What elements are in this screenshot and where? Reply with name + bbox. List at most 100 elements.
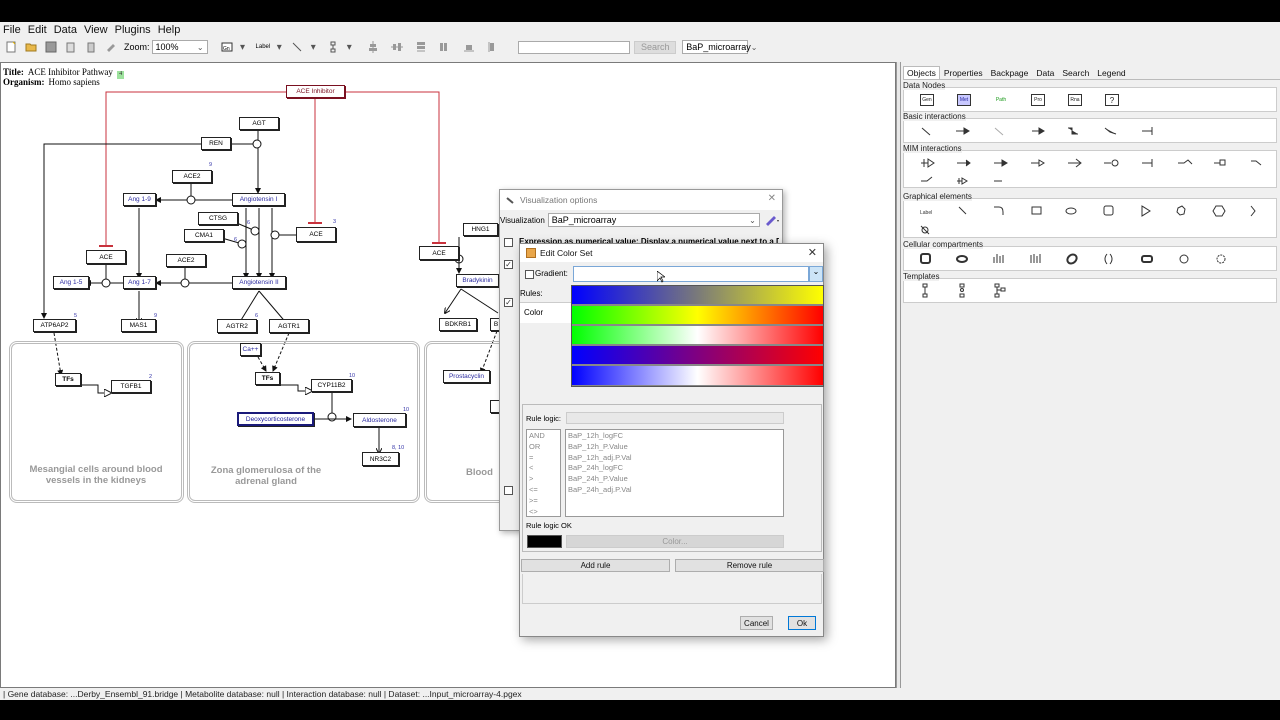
add-rule-button[interactable]: Add rule — [521, 559, 670, 572]
gradient-option-blue-purple-red[interactable] — [572, 346, 823, 365]
column-item[interactable]: BaP_24h_logFC — [568, 463, 624, 473]
color-button[interactable]: Color... — [566, 535, 784, 548]
column-item[interactable]: BaP_24h_P.Value — [568, 474, 628, 484]
rna-icon[interactable]: Rna — [1068, 94, 1082, 106]
align-bottom-icon[interactable] — [462, 40, 476, 54]
column-item[interactable]: BaP_12h_P.Value — [568, 441, 628, 451]
node-ctsg[interactable]: CTSG — [198, 212, 238, 225]
color-swatch[interactable] — [527, 535, 562, 548]
operator-item[interactable]: <= — [529, 484, 538, 494]
operator-item[interactable]: >= — [529, 495, 538, 505]
gradient-combo[interactable] — [573, 266, 809, 283]
protein-icon[interactable]: Pro — [1031, 94, 1045, 106]
node-nr3c2[interactable]: NR3C2 — [362, 452, 399, 466]
gradient-option-blue-white-red[interactable] — [572, 366, 823, 386]
graphical-element-icons[interactable]: Label — [904, 199, 1278, 239]
line-tool-icon[interactable] — [290, 40, 304, 54]
stack-horizontal-icon[interactable] — [438, 40, 452, 54]
tab-legend[interactable]: Legend — [1097, 68, 1126, 78]
node-ace2-top[interactable]: ACE2 — [172, 170, 212, 183]
dropdown-arrow-icon[interactable]: ▾ — [240, 41, 246, 53]
node-ren[interactable]: REN — [201, 137, 231, 150]
tab-data[interactable]: Data — [1036, 68, 1055, 78]
basic-interaction-icons[interactable] — [904, 119, 1278, 144]
dropdown-arrow-icon[interactable]: ▾ — [346, 41, 352, 53]
option-checkbox-3[interactable]: ✓ — [504, 298, 513, 307]
ecs-titlebar[interactable]: Edit Color Set — [520, 244, 823, 262]
label-tool[interactable]: Label — [255, 44, 271, 50]
template-tool-icon[interactable] — [326, 40, 340, 54]
node-ace-left[interactable]: ACE — [86, 250, 126, 264]
gene-product-tool-icon[interactable]: Gn — [220, 40, 234, 54]
node-ace-right[interactable]: ACE — [419, 246, 459, 260]
node-agtr2[interactable]: AGTR2 — [217, 319, 257, 333]
node-prostacyclin[interactable]: Prostacyclin — [443, 370, 490, 383]
tab-objects[interactable]: Objects — [903, 66, 940, 79]
node-ace-mid[interactable]: ACE — [296, 227, 336, 242]
operator-item[interactable]: < — [529, 463, 534, 473]
menu-file[interactable]: File — [3, 24, 21, 36]
node-ang-1-5[interactable]: Ang 1-5 — [53, 276, 89, 289]
operator-item[interactable]: > — [529, 474, 534, 484]
numerical-value-checkbox[interactable] — [504, 238, 513, 247]
compartment-icons[interactable] — [904, 247, 1278, 272]
node-mas1[interactable]: MAS1 — [121, 319, 156, 332]
zoom-select[interactable]: 100%⌄ — [151, 40, 208, 54]
template-icons[interactable] — [904, 279, 1278, 304]
tab-search[interactable]: Search — [1062, 68, 1090, 78]
metabolite-icon[interactable]: Met — [957, 94, 971, 106]
node-agt[interactable]: AGT — [239, 117, 279, 130]
compartment-zona-glomerulosa[interactable] — [187, 341, 420, 503]
node-cma1[interactable]: CMA1 — [184, 229, 224, 242]
node-ang-1-7[interactable]: Ang 1-7 — [123, 276, 156, 289]
close-icon[interactable]: ✕ — [767, 193, 776, 204]
open-folder-icon[interactable] — [24, 40, 38, 54]
node-tfs-1[interactable]: TFs — [55, 373, 81, 386]
node-agtr1[interactable]: AGTR1 — [269, 319, 309, 333]
column-list[interactable]: BaP_12h_logFC BaP_12h_P.Value BaP_12h_ad… — [565, 429, 784, 517]
tab-backpage[interactable]: Backpage — [990, 68, 1029, 78]
cancel-button[interactable]: Cancel — [740, 616, 773, 630]
gradient-option-green-yellow-red[interactable] — [572, 306, 823, 325]
node-ace2-mid[interactable]: ACE2 — [166, 254, 206, 267]
paste-icon[interactable] — [84, 40, 98, 54]
copy-icon[interactable] — [64, 40, 78, 54]
node-angiotensin-ii[interactable]: Angiotensin II — [232, 276, 286, 289]
menu-view[interactable]: View — [83, 24, 108, 36]
operator-item[interactable]: <> — [529, 506, 538, 516]
compartment-mesangial[interactable] — [9, 341, 184, 503]
save-icon[interactable] — [44, 40, 58, 54]
tab-properties[interactable]: Properties — [943, 68, 983, 78]
edit-visualization-icon[interactable] — [764, 214, 780, 226]
menu-edit[interactable]: Edit — [27, 24, 47, 36]
mim-interaction-icons[interactable] — [904, 151, 1278, 189]
node-angiotensin-i[interactable]: Angiotensin I — [232, 193, 285, 206]
operator-item[interactable]: OR — [529, 441, 541, 451]
gradient-dropdown-button[interactable]: ⌄ — [809, 266, 823, 282]
operator-item[interactable]: = — [529, 452, 534, 462]
dataset-select[interactable]: BaP_microarray⌄ — [682, 40, 757, 54]
menu-data[interactable]: Data — [53, 24, 77, 36]
search-button[interactable]: Search — [634, 40, 677, 54]
node-ace-inhibitor[interactable]: ACE Inhibitor — [286, 85, 345, 98]
option-checkbox-2[interactable]: ✓ — [504, 260, 513, 269]
align-left-icon[interactable] — [486, 40, 500, 54]
gradient-option-blue-yellow[interactable] — [572, 286, 823, 305]
stack-vertical-icon[interactable] — [414, 40, 428, 54]
option-checkbox-4[interactable] — [504, 486, 513, 495]
column-item[interactable]: BaP_24h_adj.P.Val — [568, 484, 632, 494]
vis-dialog-titlebar[interactable]: Visualization options — [500, 190, 782, 210]
operator-item[interactable]: AND — [529, 431, 545, 440]
unknown-node-icon[interactable]: ? — [1105, 94, 1119, 106]
close-icon[interactable]: ✕ — [807, 247, 817, 259]
gradient-option-green-white-red[interactable] — [572, 326, 823, 345]
node-atp6ap2[interactable]: ATP6AP2 — [33, 319, 76, 332]
splitter-handle[interactable] — [896, 62, 901, 688]
remove-rule-button[interactable]: Remove rule — [675, 559, 824, 572]
node-tfs-2[interactable]: TFs — [255, 372, 280, 385]
rule-logic-input[interactable] — [566, 412, 784, 424]
ok-button[interactable]: Ok — [788, 616, 816, 630]
node-aldosterone[interactable]: Aldosterone — [353, 413, 406, 427]
visualization-select[interactable]: BaP_microarray⌄ — [547, 213, 760, 227]
dropdown-arrow-icon[interactable]: ▾ — [310, 41, 316, 53]
